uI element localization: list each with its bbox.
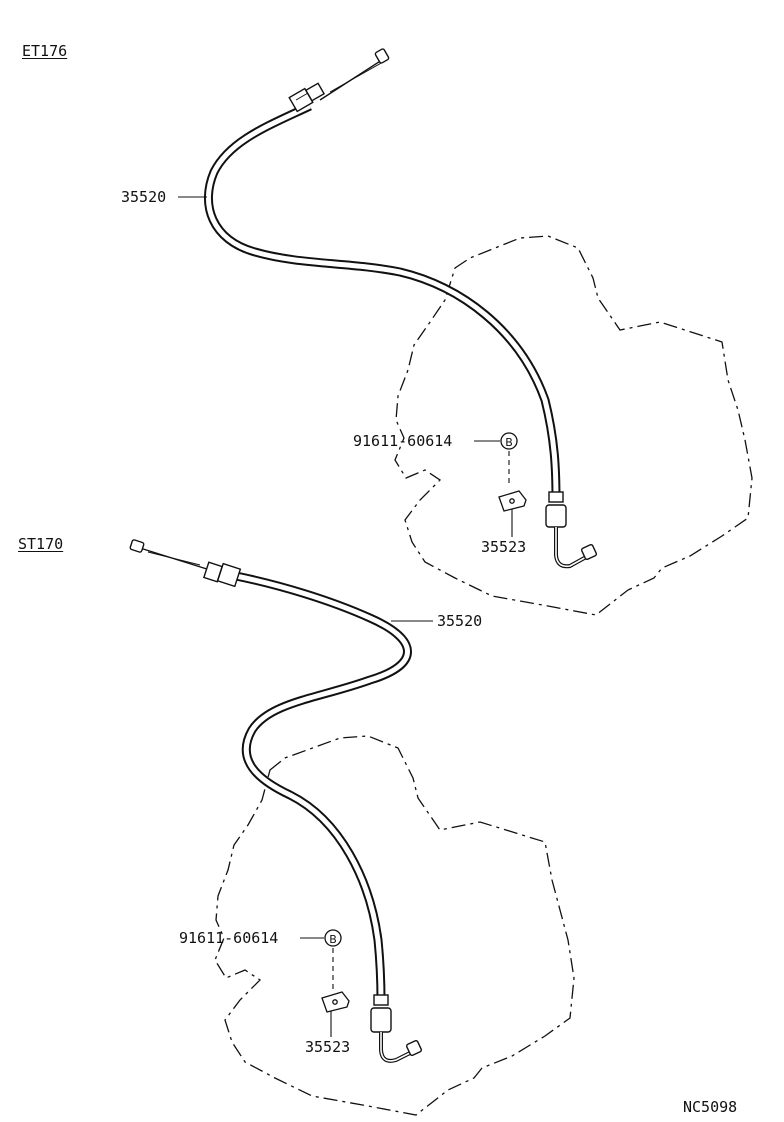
cable-part-label-bottom: 35520 [437, 612, 483, 630]
control-cable-bottom [129, 539, 423, 1063]
bolt-part-label-bottom: 91611-60614 [179, 929, 279, 947]
control-cable-top [203, 48, 598, 569]
leaders-top [178, 196, 513, 537]
bolt-mark-top: B [500, 432, 518, 450]
cable-part-label-top: 35520 [121, 188, 167, 206]
bolt-part-label-top: 91611-60614 [353, 432, 453, 450]
leaders-bottom [300, 620, 433, 1037]
bolt-mark-top-text: B [505, 436, 513, 449]
bracket-bottom [321, 991, 350, 1013]
bracket-part-label-top: 35523 [481, 538, 527, 556]
variant-label-top: ET176 [22, 42, 68, 60]
bracket-part-label-bottom: 35523 [305, 1038, 351, 1056]
bracket-top [498, 490, 527, 512]
drawing-code: NC5098 [683, 1098, 738, 1116]
variant-label-bottom: ST170 [18, 535, 64, 553]
bolt-mark-bottom: B [324, 929, 342, 947]
transaxle-outline-bottom [214, 735, 575, 1116]
bolt-mark-bottom-text: B [329, 933, 337, 946]
